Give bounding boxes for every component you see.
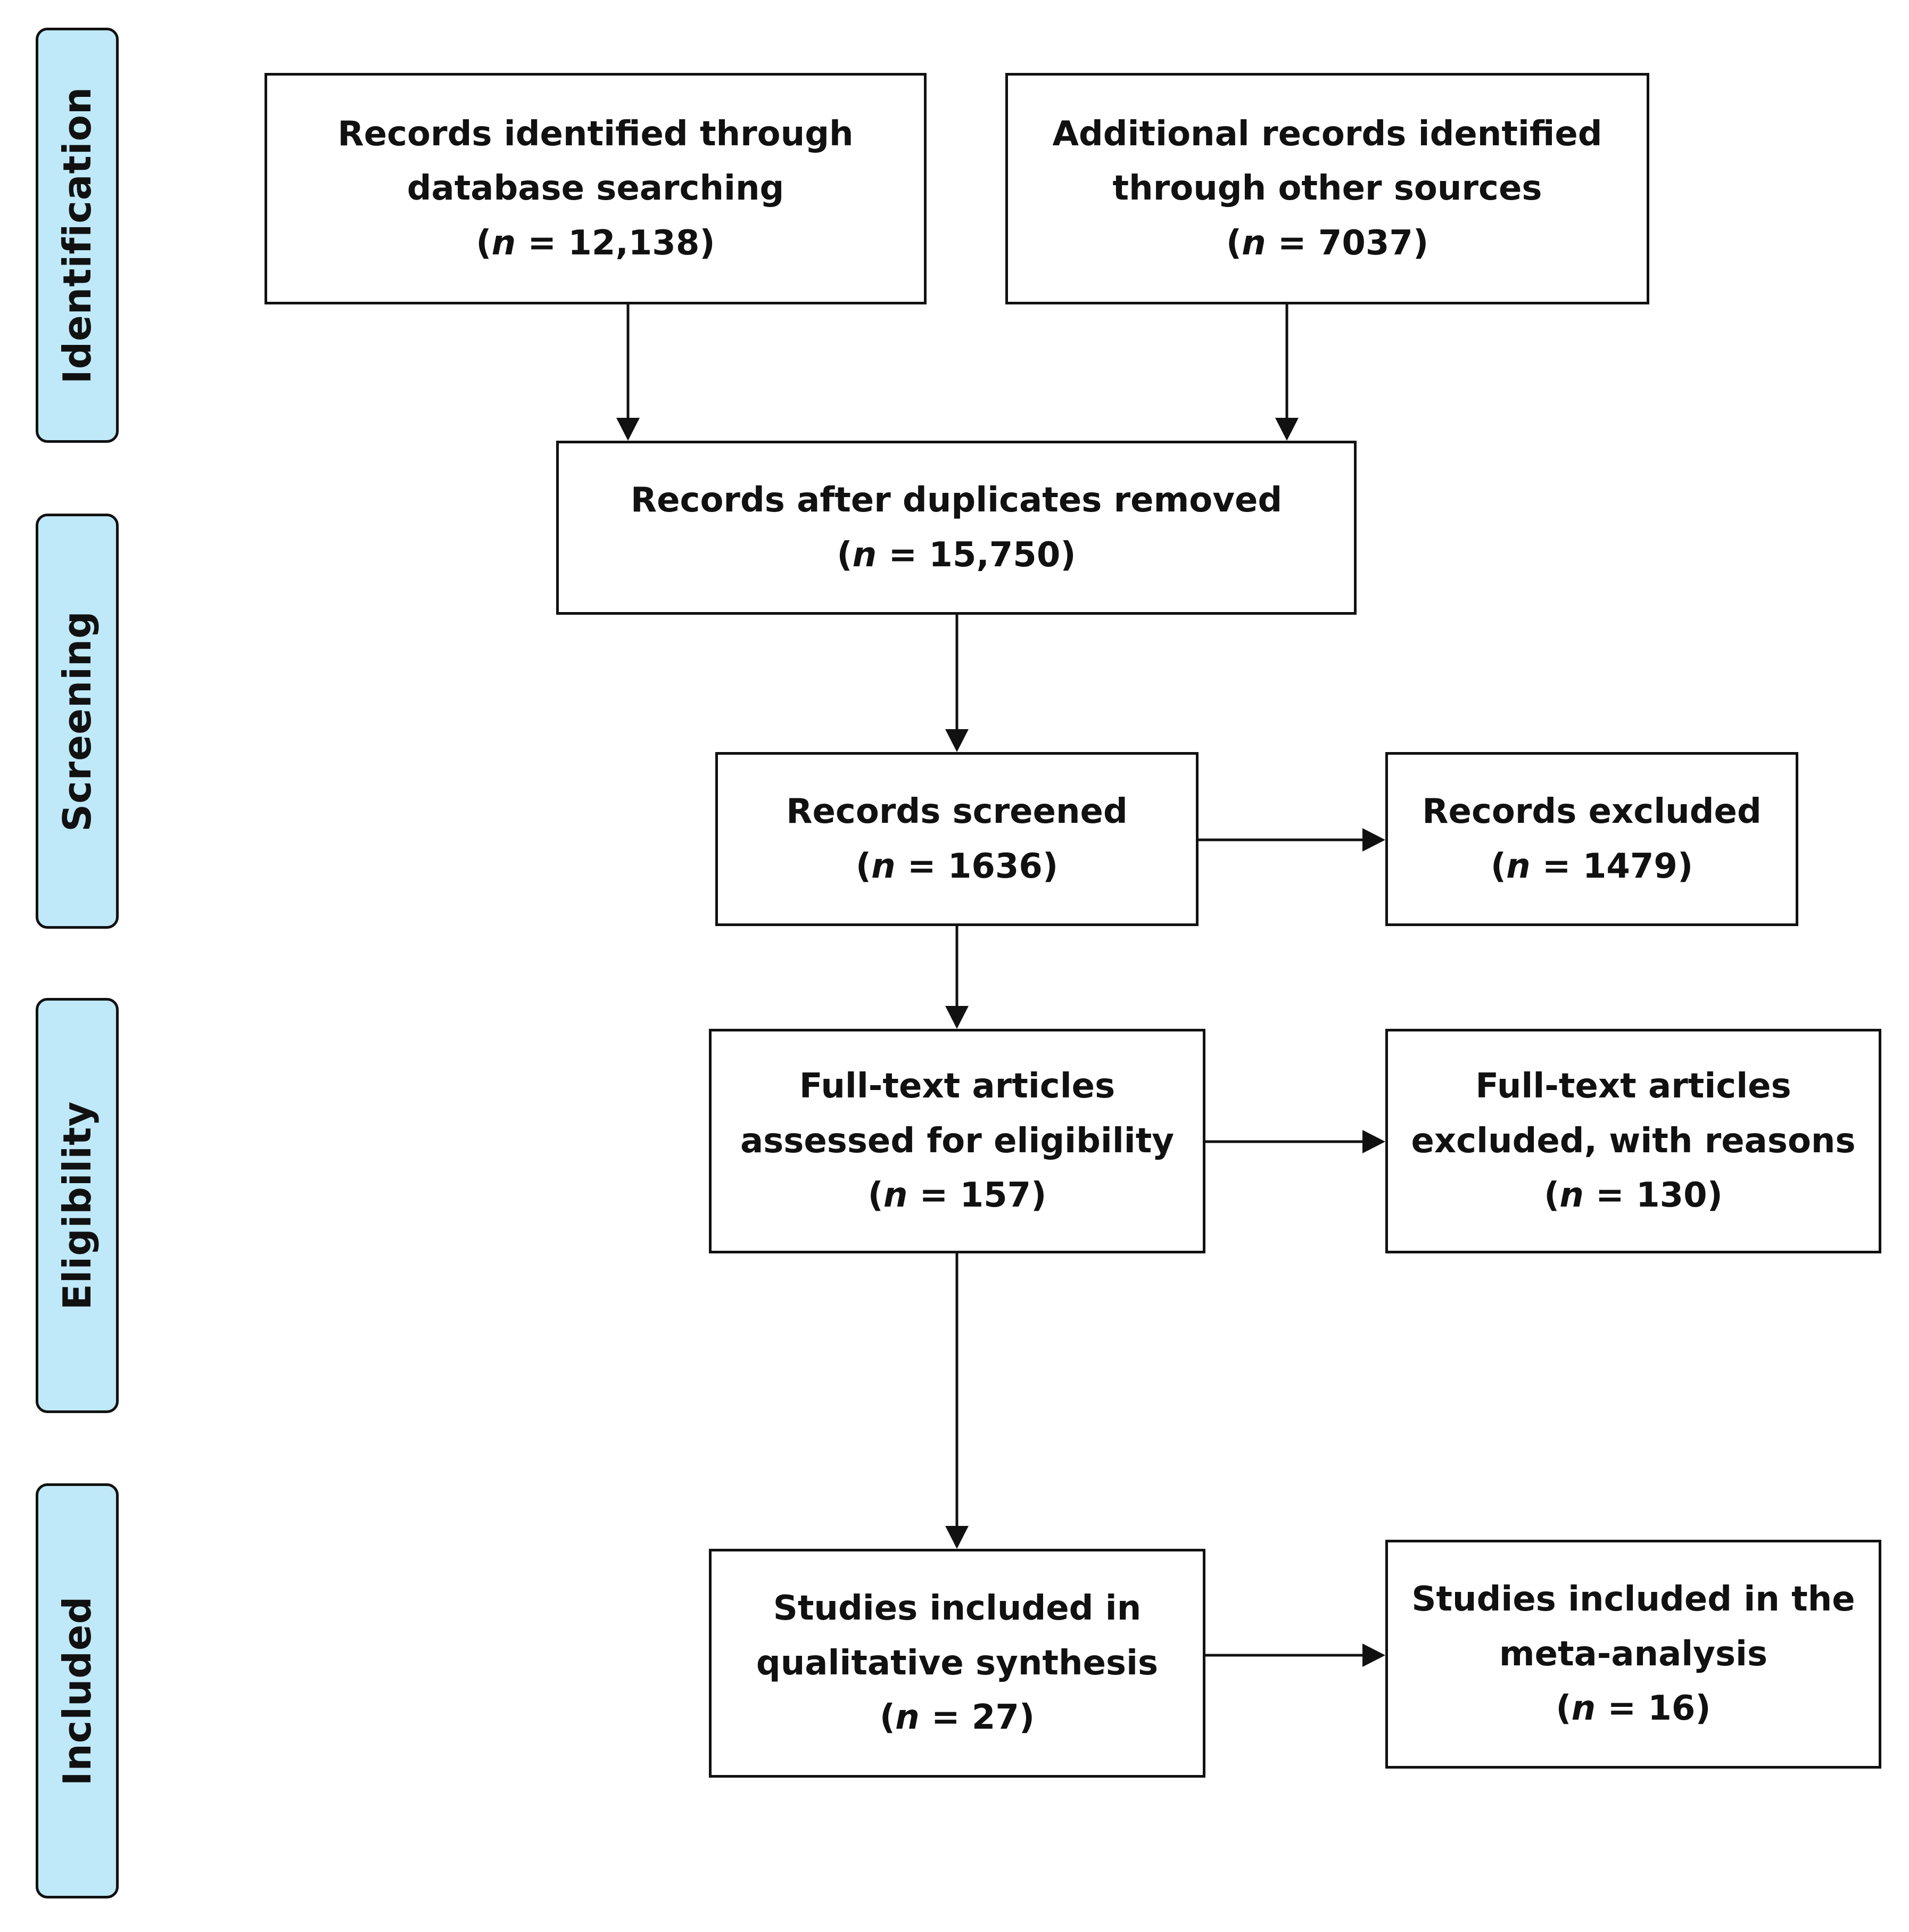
arrowhead-other-to-dedup: [1275, 418, 1299, 441]
box-database-search-line-2: database searching: [407, 169, 784, 209]
box-fulltext-excluded-line-2: excluded, with reasons: [1411, 1121, 1856, 1161]
box-records-screened: Records screened (n = 1636): [715, 752, 1199, 926]
box-duplicates-removed-line-1: Records after duplicates removed: [630, 481, 1283, 521]
phase-included-label: Included: [55, 1596, 100, 1786]
box-meta-analysis-line-1: Studies included in the: [1411, 1580, 1855, 1620]
box-records-excluded: Records excluded (n = 1479): [1385, 752, 1798, 926]
box-other-sources-count: (n = 7037): [1226, 223, 1429, 263]
box-records-excluded-line-1: Records excluded: [1422, 792, 1762, 832]
box-qualitative-synthesis-count: (n = 27): [879, 1698, 1035, 1738]
box-fulltext-excluded-line-1: Full-text articles: [1475, 1067, 1791, 1107]
box-qualitative-synthesis-line-1: Studies included in: [773, 1589, 1142, 1629]
box-fulltext-excluded-count: (n = 130): [1544, 1176, 1723, 1216]
box-fulltext-assessed: Full-text articles assessed for eligibil…: [709, 1029, 1205, 1253]
arrowhead-qualitative-to-meta: [1362, 1644, 1385, 1667]
phase-eligibility: Eligibility: [36, 998, 119, 1413]
box-records-screened-count: (n = 1636): [855, 846, 1059, 886]
arrowhead-screened-to-excluded: [1362, 828, 1385, 852]
arrowhead-dedup-to-screened: [945, 729, 969, 752]
box-other-sources-line-2: through other sources: [1112, 169, 1542, 209]
phase-screening: Screening: [36, 514, 119, 929]
box-qualitative-synthesis-line-2: qualitative synthesis: [756, 1643, 1159, 1683]
box-other-sources-line-1: Additional records identified: [1052, 114, 1602, 154]
box-records-excluded-count: (n = 1479): [1490, 846, 1693, 886]
phase-identification: Identification: [36, 28, 119, 443]
arrowhead-screened-to-fulltext: [945, 1006, 969, 1029]
box-database-search: Records identified through database sear…: [265, 73, 927, 304]
box-duplicates-removed-count: (n = 15,750): [837, 535, 1076, 575]
box-database-search-count: (n = 12,138): [476, 223, 715, 263]
arrowhead-fulltext-to-ftexcluded: [1362, 1130, 1385, 1153]
box-meta-analysis-line-2: meta-analysis: [1499, 1634, 1768, 1674]
box-fulltext-assessed-line-2: assessed for eligibility: [740, 1121, 1175, 1161]
arrowhead-db-to-dedup: [616, 418, 640, 441]
box-meta-analysis-count: (n = 16): [1556, 1689, 1711, 1729]
box-records-screened-line-1: Records screened: [786, 792, 1128, 832]
phase-identification-label: Identification: [55, 86, 100, 384]
box-fulltext-assessed-line-1: Full-text articles: [799, 1067, 1115, 1107]
box-database-search-line-1: Records identified through: [337, 114, 854, 154]
box-fulltext-excluded: Full-text articles excluded, with reason…: [1385, 1029, 1881, 1253]
box-duplicates-removed: Records after duplicates removed (n = 15…: [556, 441, 1357, 615]
box-qualitative-synthesis: Studies included in qualitative synthesi…: [709, 1549, 1205, 1778]
box-fulltext-assessed-count: (n = 157): [867, 1176, 1047, 1216]
phase-included: Included: [36, 1483, 119, 1898]
box-meta-analysis: Studies included in the meta-analysis (n…: [1385, 1540, 1881, 1769]
box-other-sources: Additional records identified through ot…: [1005, 73, 1649, 304]
phase-screening-label: Screening: [55, 610, 100, 832]
arrowhead-fulltext-to-qualitative: [945, 1526, 969, 1549]
phase-eligibility-label: Eligibility: [55, 1101, 100, 1310]
